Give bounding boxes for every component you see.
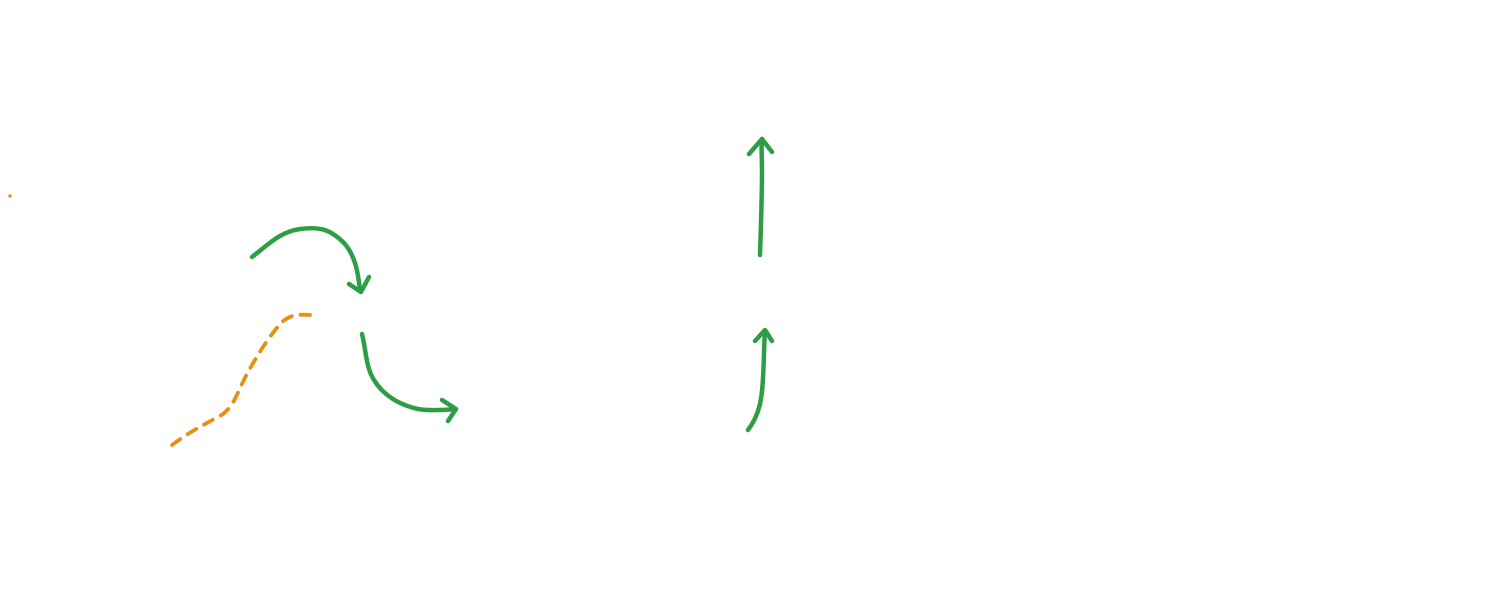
- straight-arrow-up-bottom: [745, 327, 775, 433]
- dashed-curve: [170, 312, 312, 447]
- stray-dot: [8, 194, 12, 198]
- curved-arrow-top: [249, 225, 372, 295]
- curved-arrow-top-head: [346, 274, 372, 295]
- curved-arrow-bottom-head: [439, 397, 459, 424]
- straight-arrow-up-top: [746, 136, 775, 258]
- straight-arrow-up-bottom-head: [752, 327, 775, 344]
- curved-arrow-bottom: [359, 331, 459, 424]
- curved-arrow-bottom-shaft: [359, 331, 459, 413]
- curved-arrow-top-shaft: [249, 225, 363, 293]
- straight-arrow-up-bottom-shaft: [745, 328, 768, 433]
- straight-arrow-up-top-shaft: [757, 136, 765, 258]
- straight-arrow-up-top-head: [746, 136, 775, 157]
